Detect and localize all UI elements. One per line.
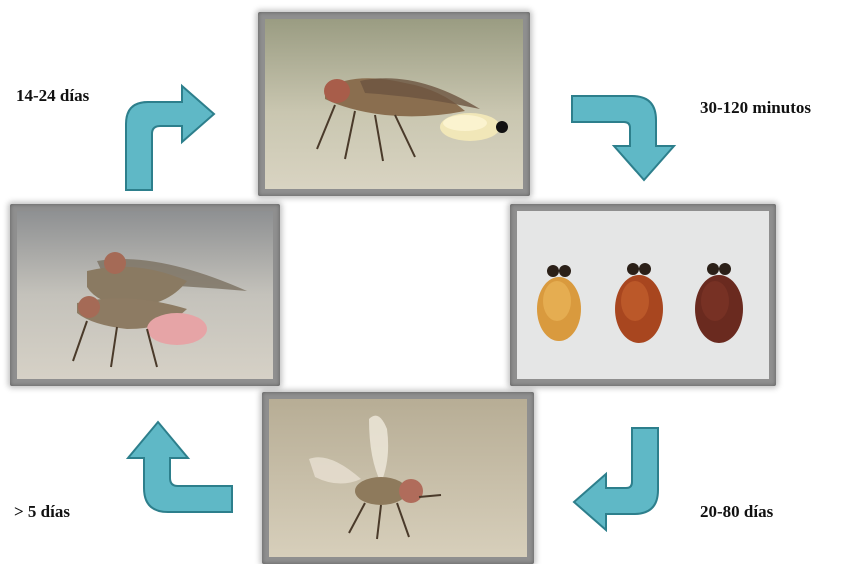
photo-fly-with-larva bbox=[258, 12, 530, 196]
photo-mating-flies bbox=[10, 204, 280, 386]
stage-label-adult: > 5 días bbox=[14, 502, 70, 522]
photo-adult-fly bbox=[262, 392, 534, 564]
photo-pupae bbox=[510, 204, 776, 386]
stage-label-mating: 14-24 días bbox=[16, 86, 89, 106]
curved-arrow-icon bbox=[120, 80, 220, 192]
stage-label-pupa: 20-80 días bbox=[700, 502, 773, 522]
stage-label-larva: 30-120 minutos bbox=[700, 98, 811, 118]
curved-arrow-icon bbox=[126, 418, 234, 516]
curved-arrow-icon bbox=[570, 92, 684, 184]
curved-arrow-icon bbox=[570, 424, 664, 532]
